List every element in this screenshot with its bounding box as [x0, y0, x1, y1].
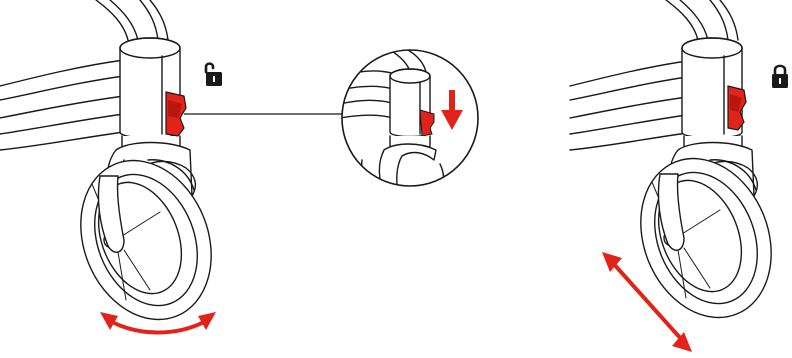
unlocked-padlock-icon: [204, 62, 222, 86]
frame-tubes-right: [569, 0, 739, 151]
detail-callout: [341, 49, 479, 187]
wheel-locked: [640, 157, 772, 319]
down-arrow-icon: [441, 90, 463, 130]
lock-slider-locked: [727, 85, 747, 131]
frame-tubes: [0, 0, 169, 151]
wheel-assembly-unlocked: [0, 0, 212, 321]
straight-double-arrow-fixed-icon: [602, 252, 692, 352]
wheel-assembly-locked: [569, 0, 772, 319]
lock-slider-unlocked: [165, 91, 187, 137]
locked-padlock-icon: [772, 64, 788, 88]
wheel-unlocked: [80, 159, 212, 321]
curved-double-arrow-swivel-icon: [100, 312, 216, 335]
